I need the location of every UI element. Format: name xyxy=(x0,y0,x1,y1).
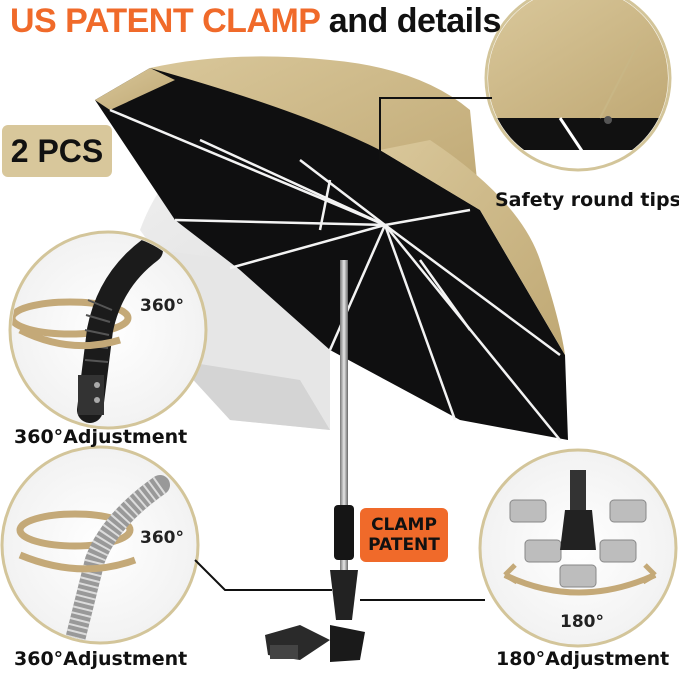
clamp-badge-line2: PATENT xyxy=(368,535,440,555)
adjust-top-circle xyxy=(8,230,208,430)
caption-adjust-top: 360°Adjustment xyxy=(14,426,188,448)
umbrella-pole xyxy=(330,260,358,620)
page-title: US PATENT CLAMP and details xyxy=(10,2,501,41)
clamp-base xyxy=(265,625,365,662)
adjust-pointer-line xyxy=(194,559,332,591)
adjust-bottom-circle xyxy=(0,445,200,645)
caption-adjust-bottom: 360°Adjustment xyxy=(14,648,188,670)
adjust-right-circle xyxy=(478,448,678,648)
caption-tips: Safety round tips xyxy=(495,189,679,211)
degree-label-top: 360° xyxy=(140,296,184,316)
umbrella-canopy xyxy=(95,56,568,441)
title-accent: US PATENT CLAMP xyxy=(10,2,320,40)
clamp-patent-badge: CLAMP PATENT xyxy=(360,508,448,562)
degree-label-bottom: 360° xyxy=(140,528,184,548)
caption-adjust-right: 180°Adjustment xyxy=(496,648,670,670)
clamp-badge-line1: CLAMP xyxy=(371,515,437,535)
tips-pointer-line xyxy=(379,97,492,160)
title-rest: and details xyxy=(328,2,502,40)
quantity-badge: 2 PCS xyxy=(2,125,112,177)
degree-label-right: 180° xyxy=(560,612,604,632)
tips-detail-circle xyxy=(484,0,672,172)
